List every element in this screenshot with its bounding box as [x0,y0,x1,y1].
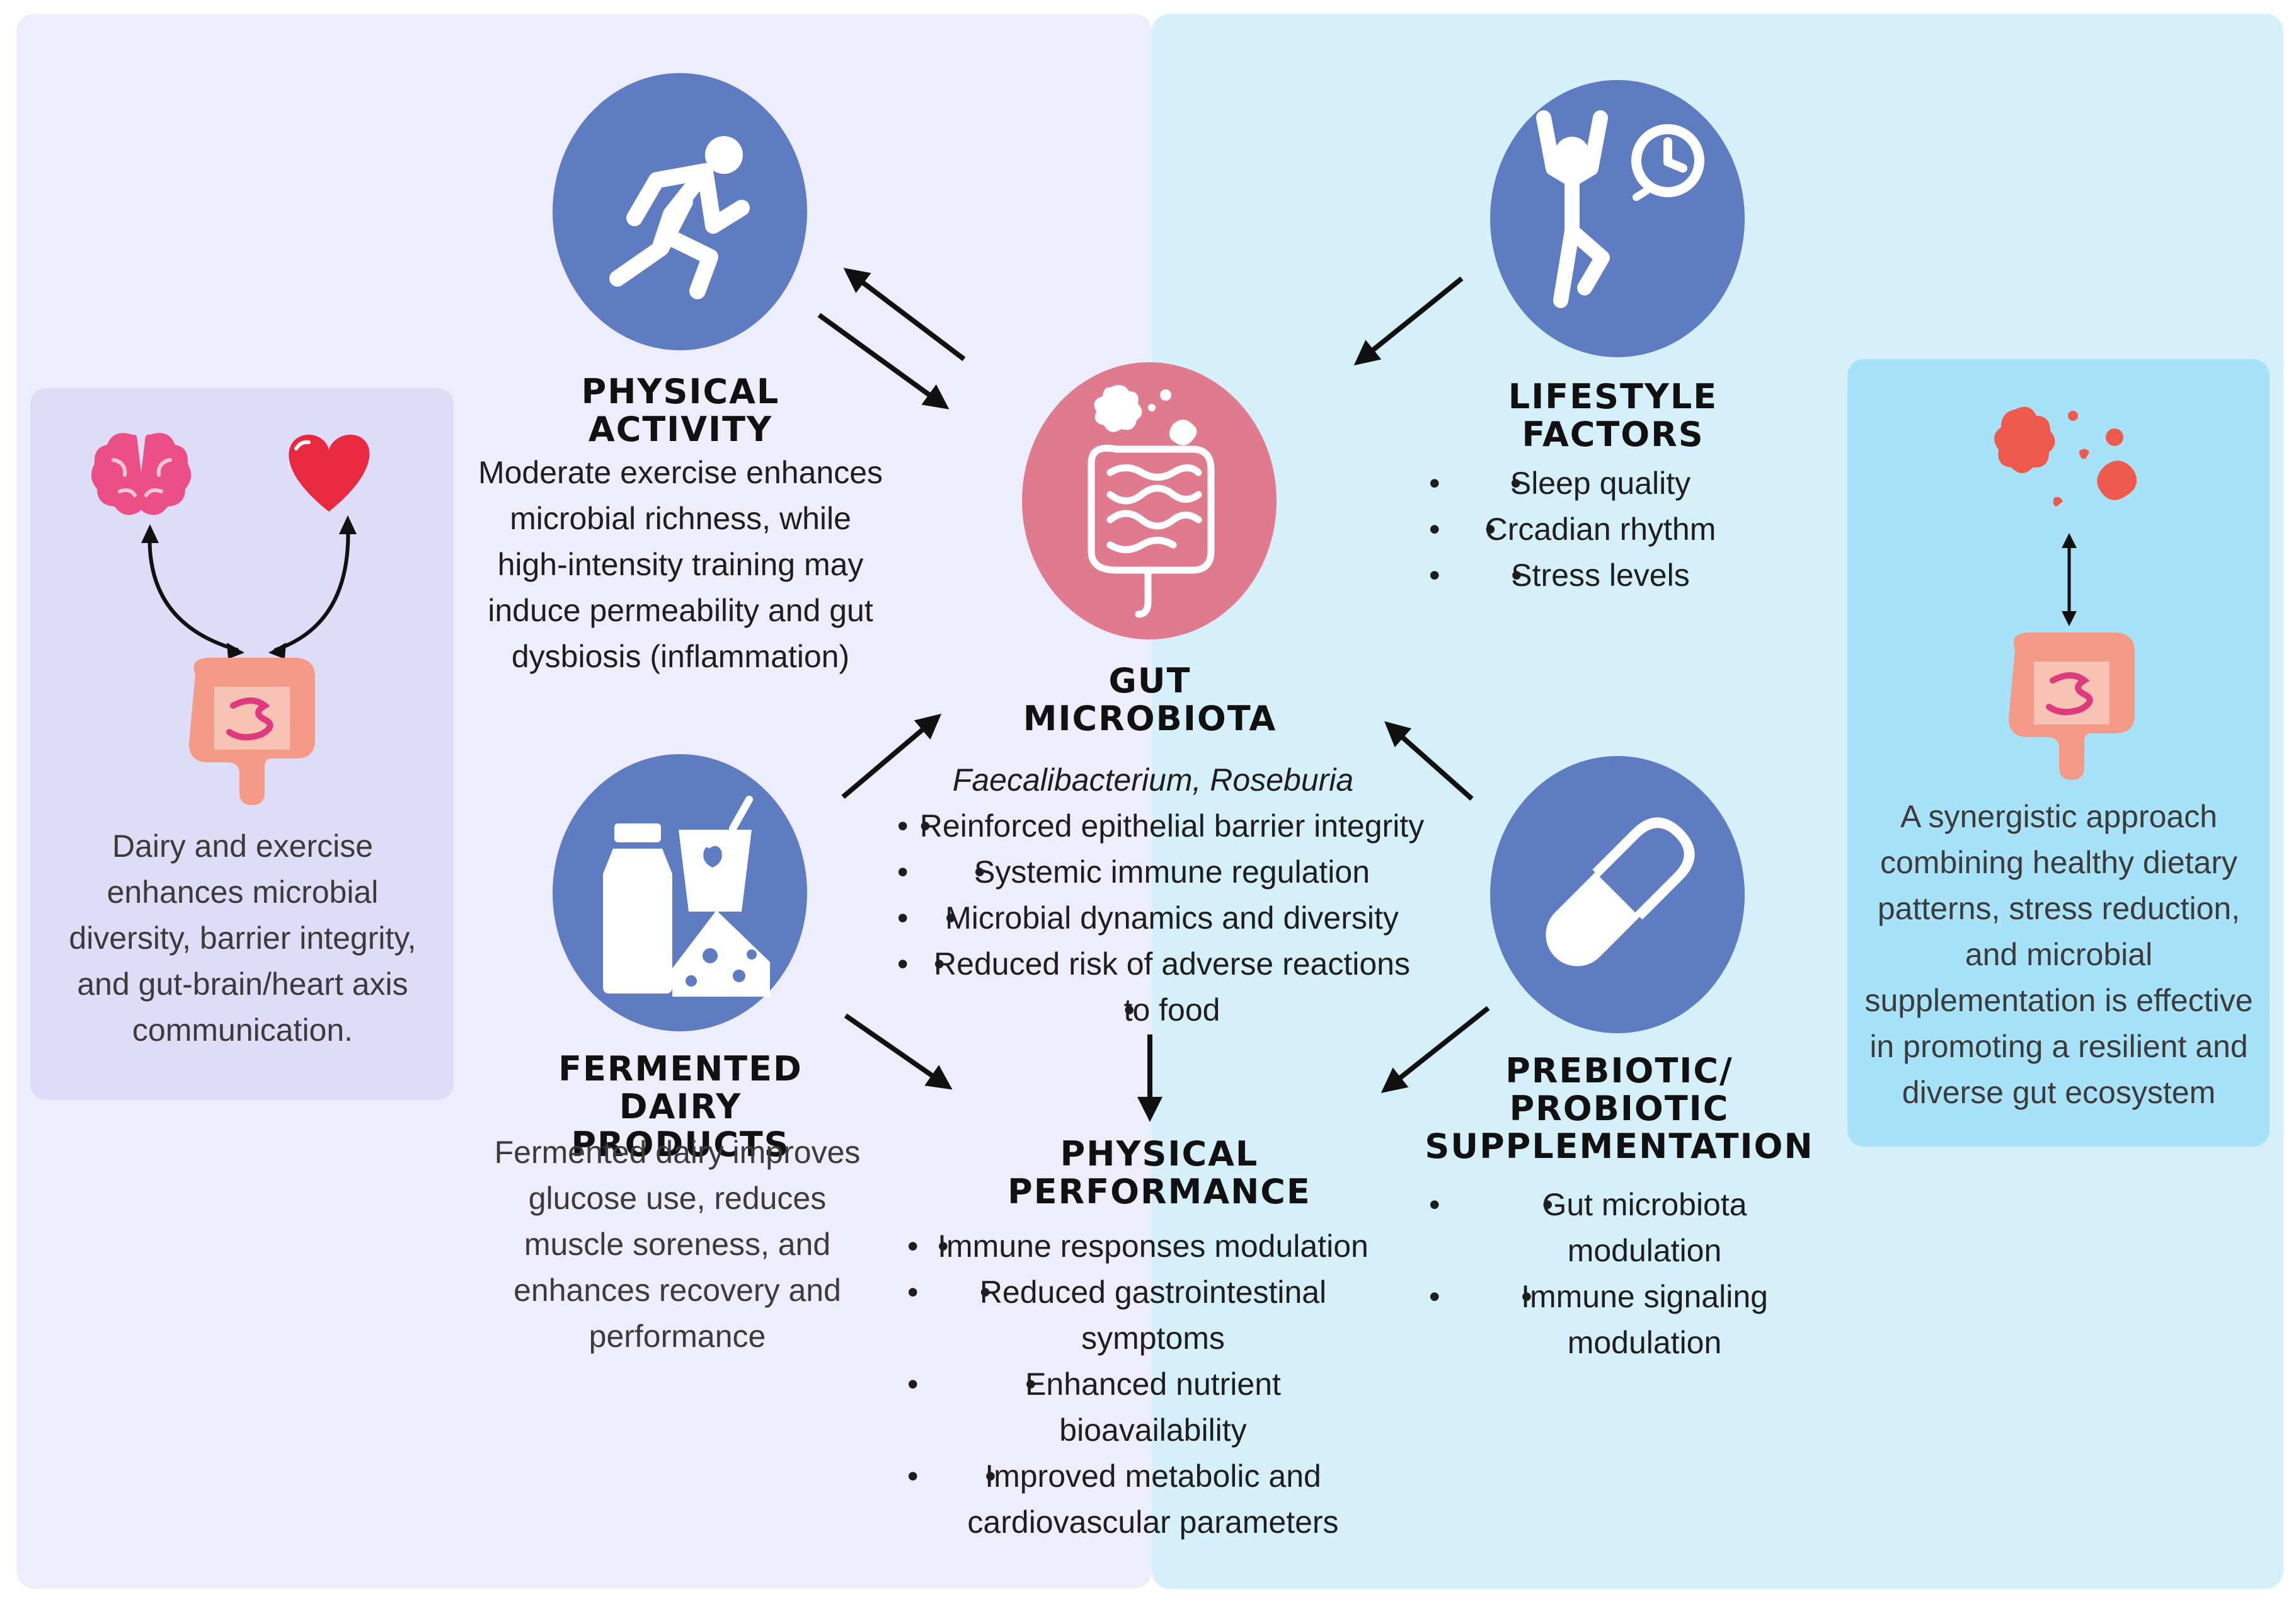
intestine-icon [189,658,315,805]
right-summary-box [1847,359,2270,1147]
arrow-activity-to-microbiota [817,312,950,410]
heart-icon [289,435,370,512]
arrow-microbiota-to-activity [843,268,966,362]
physical-activity-title: PHYSICAL ACTIVITY [581,372,780,449]
physical-activity-description: Moderate exercise enhances microbial ric… [478,455,883,674]
person-clock-icon [1536,110,1704,308]
capsule-icon [1546,817,1695,966]
fermented-dairy-title: FERMENTED DAIRY PRODUCTS [558,1049,803,1164]
arrow-dairy-to-microbiota [841,713,942,799]
list-item: •Reduced risk of adverse reactions [888,941,1455,987]
fermented-dairy-circle [553,754,807,1031]
left-box-text: Dairy and exercise enhances microbial di… [69,828,416,1048]
gut-microbiota-title: GUT MICROBIOTA [1023,661,1277,738]
list-item: •Crcadian rhythm [1424,507,1777,553]
gut-microbiota-list: •Reinforced epithelial barrier integrity… [888,803,1455,1033]
bacteria-icon [1994,406,2137,507]
dairy-products-icon [603,796,770,997]
arrow-supplement-to-performance [1380,1005,1490,1093]
intestine-icon [2009,633,2135,780]
arrow-lifestyle-to-microbiota [1353,276,1464,366]
list-item: •Sleep quality [1424,461,1777,507]
brain-icon [91,433,192,515]
arrow-supplement-to-microbiota [1384,721,1474,801]
lifestyle-factors-circle [1490,80,1745,357]
running-person-icon [609,136,750,299]
list-item: •Immune responses modulation [901,1223,1405,1269]
physical-performance-title: PHYSICAL PERFORMANCE [1007,1134,1311,1212]
intestine-bacteria-icon [1088,385,1215,618]
list-item: •Stress levels [1424,553,1777,599]
list-item: •Microbial dynamics and diversity [888,895,1455,941]
fermented-dairy-description: Fermented dairy improves glucose use, re… [494,1135,861,1354]
list-item-continuation: to food [888,987,1455,1033]
supplementation-circle [1490,756,1745,1033]
physical-activity-circle [553,73,807,350]
lifestyle-factors-title: LIFESTYLE FACTORS [1508,377,1718,454]
list-item: •Reinforced epithelial barrier integrity [888,803,1455,849]
right-box-text: A synergistic approach combining healthy… [1864,799,2253,1110]
lifestyle-factors-list: •Sleep quality •Crcadian rhythm •Stress … [1424,461,1777,599]
arrow-dairy-to-performance [844,1013,953,1090]
list-item: •Systemic immune regulation [888,849,1455,895]
supplementation-title: PREBIOTIC/ PROBIOTIC SUPPLEMENTATION [1425,1051,1814,1166]
gut-microbiota-species: Faecalibacterium, Roseburia [952,762,1354,798]
physical-performance-list: •Immune responses modulation •Reduced ga… [901,1223,1405,1545]
gut-microbiota-circle [1022,362,1277,639]
